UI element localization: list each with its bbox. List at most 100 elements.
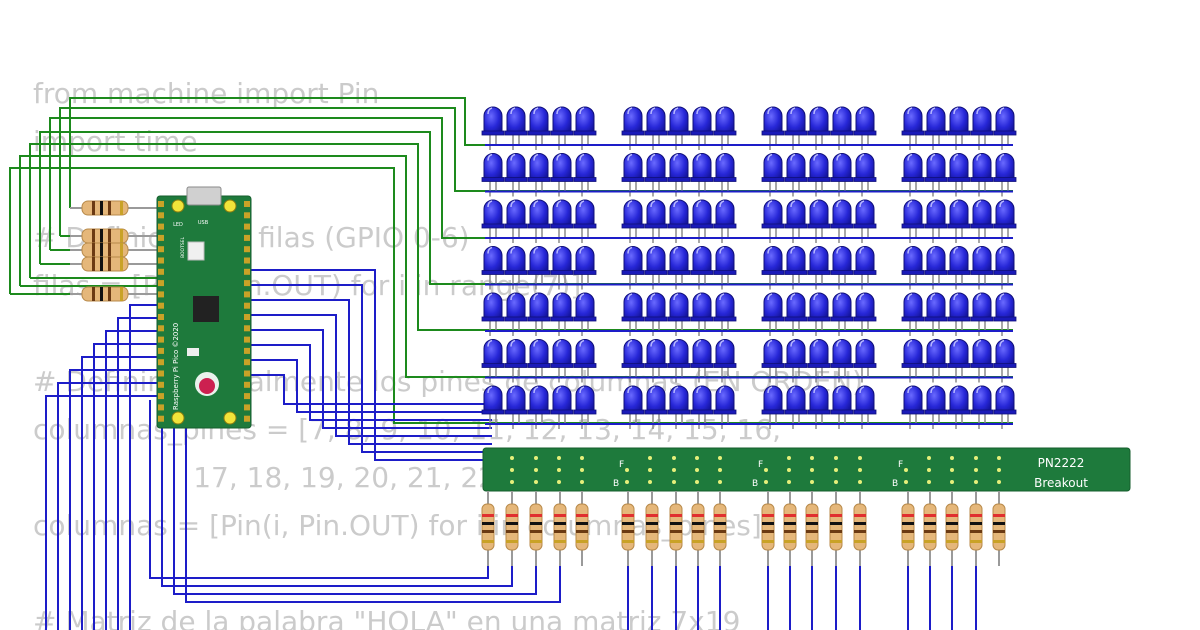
led-highlight — [533, 246, 539, 254]
led-body — [949, 106, 969, 135]
led-rim — [621, 223, 645, 229]
led — [527, 385, 551, 429]
led-rim — [924, 130, 948, 136]
led-body — [995, 153, 1015, 181]
pico-pin — [244, 381, 250, 388]
resistor-band — [506, 540, 518, 543]
resistor-band — [902, 530, 914, 533]
column-wire — [129, 304, 160, 630]
led — [690, 292, 714, 336]
resistor-band — [692, 530, 704, 533]
resistor-band — [924, 540, 936, 543]
led — [667, 339, 691, 383]
breakout-pad — [625, 480, 629, 484]
resistor-band — [762, 540, 774, 543]
led-rim — [830, 223, 854, 229]
led-highlight — [627, 386, 633, 394]
resistor-band — [100, 243, 103, 257]
led-rim — [993, 130, 1017, 136]
resistor-band — [108, 201, 111, 215]
led-highlight — [976, 246, 982, 254]
led-body — [529, 385, 549, 414]
led-highlight — [533, 386, 539, 394]
pico-name: Raspberry Pi Pico ©2020 — [172, 323, 180, 410]
led — [784, 153, 808, 197]
led-highlight — [907, 246, 913, 254]
led-highlight — [953, 293, 959, 301]
led — [853, 199, 877, 243]
breakout-pad — [557, 456, 561, 460]
row-resistor — [70, 228, 160, 244]
led-body — [903, 106, 923, 135]
led-body — [552, 339, 572, 367]
led — [830, 106, 854, 150]
pico-pin — [158, 336, 164, 343]
led-rim — [573, 223, 597, 229]
breakout-pad — [718, 468, 722, 472]
resistor-band — [946, 514, 958, 517]
led-highlight — [907, 339, 913, 347]
led — [947, 199, 971, 243]
resistor-body — [901, 503, 915, 551]
led-body — [786, 106, 806, 135]
led-body — [995, 106, 1015, 135]
resistor-band — [854, 514, 866, 517]
led-rim — [993, 363, 1017, 368]
led-body — [715, 339, 735, 367]
led-highlight — [696, 339, 702, 347]
resistor-band — [854, 540, 866, 543]
led — [970, 339, 994, 383]
led-body — [855, 339, 875, 367]
bootsel-button — [187, 241, 205, 261]
led-body — [855, 292, 875, 321]
resistor-band — [784, 514, 796, 517]
led-highlight — [767, 153, 773, 161]
led — [667, 199, 691, 243]
resistor-band — [854, 522, 866, 525]
led-body — [575, 199, 595, 228]
resistor-band — [622, 514, 634, 517]
led-body — [949, 339, 969, 367]
column-wire — [248, 314, 492, 437]
resistor-band — [482, 530, 494, 533]
led — [784, 292, 808, 336]
led-rim — [993, 270, 1017, 275]
led-body — [763, 153, 783, 181]
row-resistor — [70, 200, 160, 216]
led-highlight — [790, 107, 796, 115]
pico-component — [187, 348, 199, 356]
led — [947, 106, 971, 150]
pico-pin — [158, 404, 164, 411]
led-highlight — [556, 107, 562, 115]
led-body — [972, 246, 992, 274]
led-rim — [621, 177, 645, 182]
led — [644, 153, 668, 197]
led-highlight — [813, 386, 819, 394]
led — [644, 246, 668, 290]
led — [924, 106, 948, 150]
pico-pin — [158, 246, 164, 253]
led — [784, 246, 808, 290]
led-rim — [550, 223, 574, 229]
led-highlight — [836, 107, 842, 115]
led-rim — [970, 316, 994, 322]
pico-pin — [158, 212, 164, 219]
led-body — [995, 292, 1015, 321]
led-rim — [830, 316, 854, 322]
led-rim — [550, 316, 574, 322]
breakout-pad — [810, 480, 814, 484]
led-highlight — [953, 107, 959, 115]
led-rim — [504, 363, 528, 368]
led-body — [506, 292, 526, 321]
led — [970, 153, 994, 197]
led-body — [646, 106, 666, 135]
led-highlight — [487, 339, 493, 347]
breakout-pad — [718, 456, 722, 460]
breakout-pad — [648, 468, 652, 472]
led-highlight — [790, 293, 796, 301]
led — [481, 385, 505, 429]
led-body — [552, 199, 572, 228]
led — [644, 385, 668, 429]
resistor-band — [830, 514, 842, 517]
